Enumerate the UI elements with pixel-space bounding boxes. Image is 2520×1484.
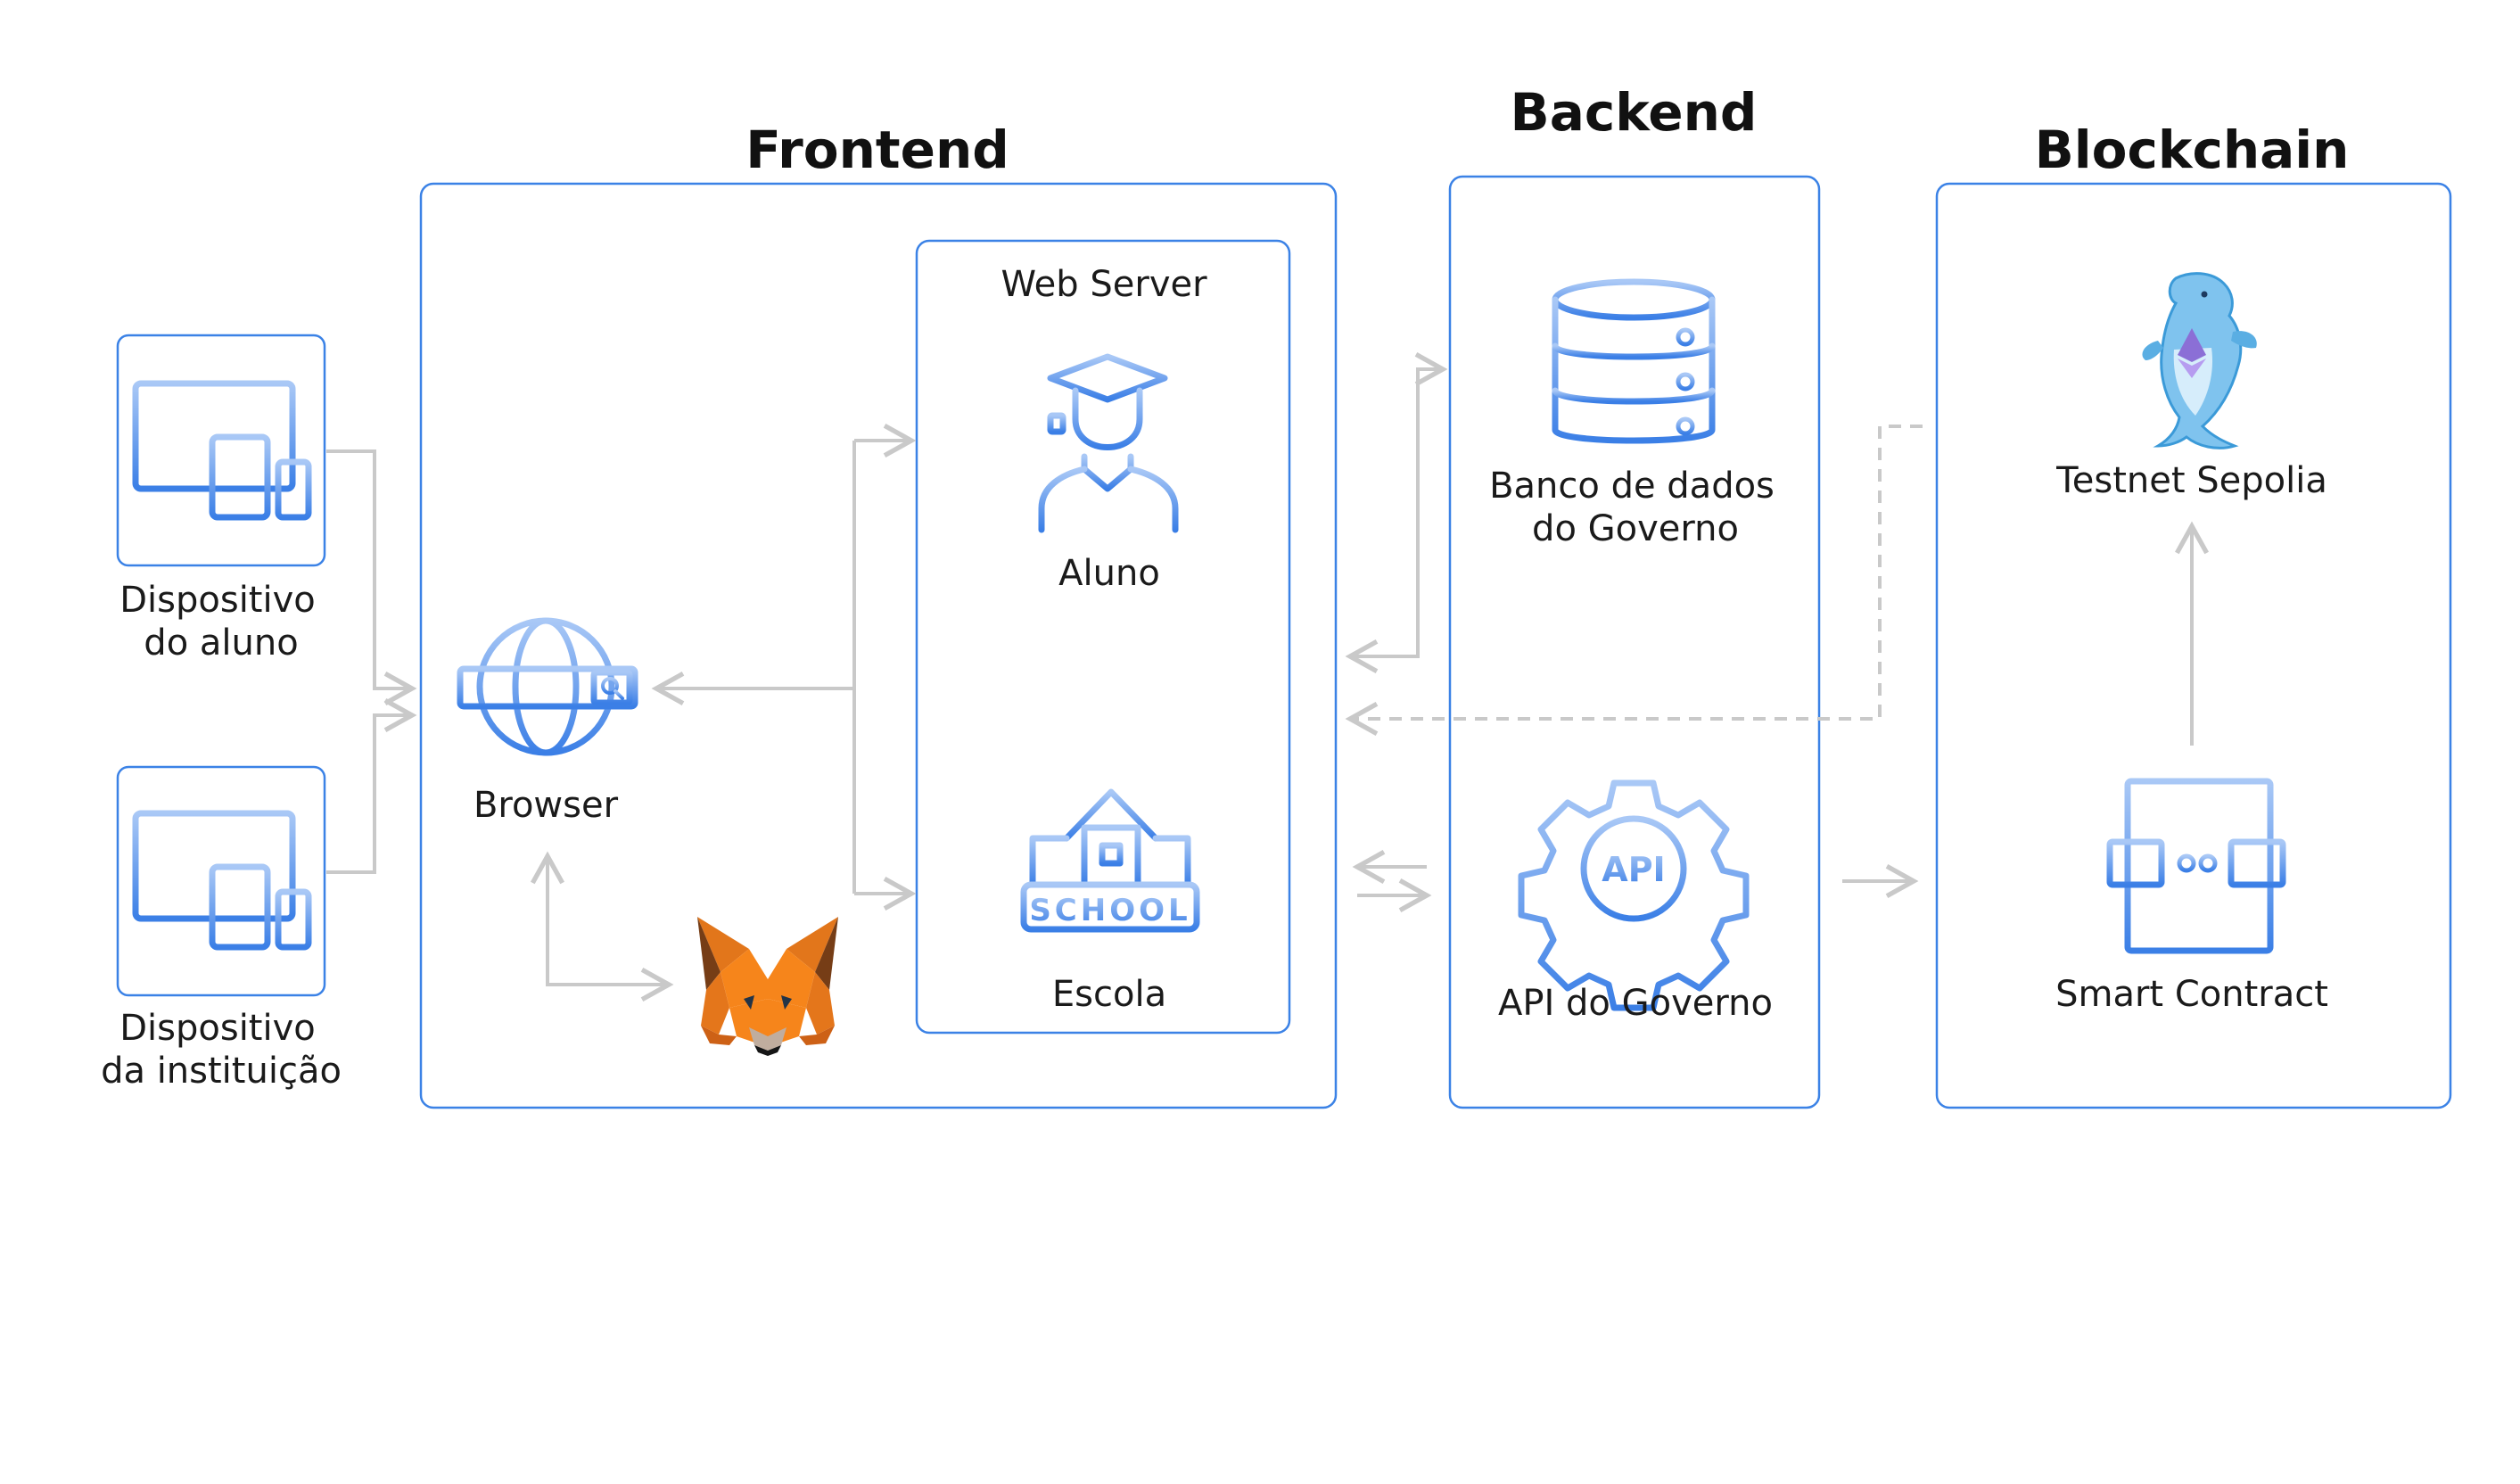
graduate-student-icon xyxy=(1038,353,1179,533)
api-gear-icon xyxy=(1518,779,1750,1011)
api-badge-text: API xyxy=(1602,850,1665,889)
connector-student-browser xyxy=(326,449,417,705)
student-device-box xyxy=(116,334,326,567)
connector-blockchain-frontend-dashed xyxy=(1345,425,1923,736)
testnet-label: Testnet Sepolia xyxy=(2055,460,2327,501)
aluno-label: Aluno xyxy=(1058,553,1160,594)
blockchain-box xyxy=(1935,182,2452,1109)
backend-heading: Backend xyxy=(1511,82,1758,143)
institution-device-label-1: Dispositivo xyxy=(119,1008,316,1049)
connector-institution-browser xyxy=(326,698,417,874)
student-device-label-1: Dispositivo xyxy=(119,580,316,621)
devices-icon xyxy=(132,810,312,951)
school-icon xyxy=(1020,788,1200,958)
frontend-heading: Frontend xyxy=(745,120,1009,180)
student-device-label-2: do aluno xyxy=(144,622,298,664)
backend-box xyxy=(1448,175,1821,1109)
database-label-2: do Governo xyxy=(1532,508,1739,549)
escola-label: Escola xyxy=(1052,974,1166,1015)
web-server-box xyxy=(915,239,1291,1035)
connector-frontend-database xyxy=(1345,352,1448,673)
school-sign-text: SCHOOL xyxy=(1029,893,1190,928)
institution-device-label-2: da instituição xyxy=(101,1051,342,1092)
api-label: API do Governo xyxy=(1498,983,1773,1024)
frontend-box xyxy=(419,182,1338,1109)
database-label-1: Banco de dados xyxy=(1489,466,1775,507)
web-server-title: Web Server xyxy=(1001,264,1207,305)
blockchain-heading: Blockchain xyxy=(2035,120,2350,180)
sepolia-dolphin-icon xyxy=(2142,272,2257,449)
metamask-fox-icon xyxy=(697,917,838,1056)
globe-icon xyxy=(457,617,638,756)
smart-contract-icon xyxy=(2106,778,2286,954)
browser-label: Browser xyxy=(474,785,619,826)
institution-device-box xyxy=(116,765,326,997)
devices-icon xyxy=(132,380,312,521)
smart-contract-label: Smart Contract xyxy=(2055,974,2328,1015)
connector-browser-metamask xyxy=(531,851,674,1002)
database-icon xyxy=(1552,278,1716,444)
